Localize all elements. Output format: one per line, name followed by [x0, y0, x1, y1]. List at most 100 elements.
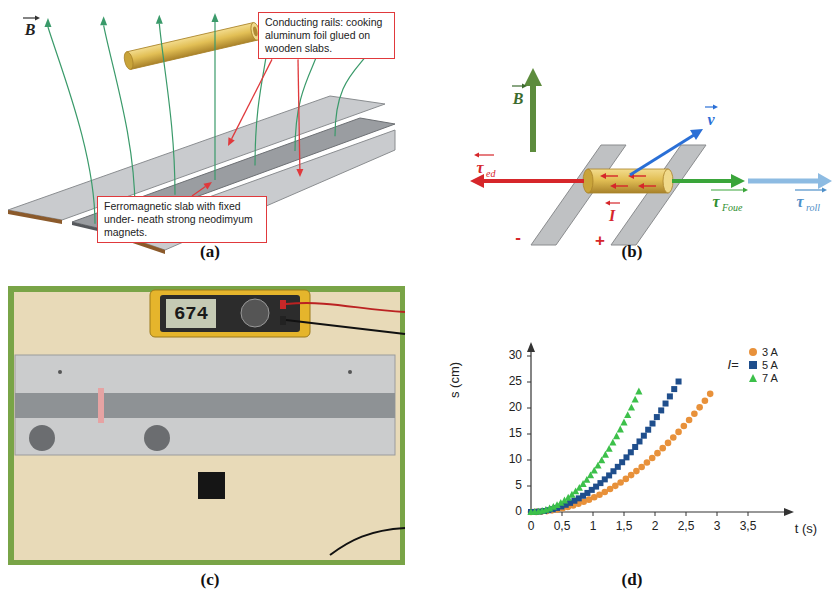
data-point — [670, 434, 677, 441]
vector-arrow — [474, 84, 827, 206]
axis-title: t (s) — [795, 522, 817, 536]
field-arrowhead — [156, 15, 163, 24]
rails-drawing — [531, 145, 706, 245]
tick-label: 10 — [509, 453, 522, 466]
data-point — [624, 411, 631, 418]
field-arrowhead — [44, 18, 51, 27]
vector-arrow — [23, 16, 40, 21]
data-point — [628, 404, 635, 411]
vector-label: I — [609, 207, 615, 225]
rolling-cylinder — [583, 169, 673, 193]
data-point — [702, 397, 709, 404]
legend-title: I= — [727, 358, 738, 372]
subscript: ed — [486, 168, 495, 179]
vector-label: τ — [796, 193, 803, 211]
data-point — [602, 451, 609, 458]
data-point — [620, 419, 627, 426]
data-point — [613, 432, 620, 439]
tick-label: 3,5 — [740, 520, 757, 533]
data-point — [654, 450, 661, 457]
tick-label: 0 — [528, 520, 535, 533]
data-point — [635, 388, 642, 395]
data-point — [671, 386, 677, 392]
tick-label: 2 — [652, 520, 659, 533]
tick-label: 0,5 — [554, 520, 571, 533]
chart-axes — [527, 342, 794, 516]
field-line — [104, 25, 135, 209]
field-line — [214, 22, 215, 180]
panel-label: (d) — [622, 571, 643, 590]
data-point — [645, 427, 651, 433]
field-arrowhead — [379, 18, 386, 27]
data-point — [659, 445, 666, 452]
field-arrow — [524, 68, 542, 152]
data-point — [609, 439, 616, 446]
vector-label: B — [25, 21, 36, 39]
legend-text: 5 A — [762, 359, 778, 371]
tick-label: 1,5 — [616, 520, 633, 533]
vector-label: τ — [476, 159, 483, 177]
axis-title: s (cm) — [448, 362, 462, 398]
photo — [8, 286, 405, 565]
field-line — [48, 27, 95, 224]
field-lines — [44, 13, 385, 224]
meter-reading: 674 — [174, 304, 208, 325]
field-line — [159, 24, 175, 195]
data-series — [528, 391, 714, 516]
data-point — [681, 423, 688, 430]
subscript: Foue — [722, 202, 743, 213]
legend-swatch — [749, 361, 757, 369]
data-point — [638, 464, 645, 471]
data-point — [623, 476, 630, 483]
callout-box: Ferromagnetic slab with fixed under- nea… — [97, 196, 267, 243]
data-point — [658, 407, 664, 413]
data-point — [632, 444, 638, 450]
data-point — [654, 414, 660, 420]
data-point — [628, 449, 634, 455]
rolling-cylinder — [123, 22, 262, 71]
panel-label: (b) — [622, 243, 643, 262]
data-series — [528, 379, 682, 515]
force-arrow — [470, 129, 832, 189]
data-point — [707, 391, 714, 398]
tick-label: 15 — [509, 427, 522, 440]
field-arrowhead — [212, 13, 219, 22]
rails-drawing — [8, 96, 395, 254]
data-point — [641, 433, 647, 439]
tick-label: 30 — [509, 349, 522, 362]
data-point — [617, 426, 624, 433]
data-point — [644, 459, 651, 466]
data-point — [691, 410, 698, 417]
tick-label: 3 — [714, 520, 721, 533]
field-arrowhead — [100, 16, 107, 25]
tick-label: 20 — [509, 401, 522, 414]
data-point — [649, 455, 656, 462]
polarity-sign: - — [515, 229, 521, 248]
field-line — [335, 27, 382, 136]
vector-label: v — [707, 111, 714, 129]
data-point — [676, 379, 682, 385]
data-point — [686, 417, 693, 424]
data-point — [650, 421, 656, 427]
field-arrowhead — [267, 15, 274, 24]
data-series — [527, 388, 642, 515]
vector-label: τ — [712, 193, 719, 211]
subscript: roll — [806, 202, 820, 213]
data-point — [633, 468, 640, 475]
tick-label: 0 — [515, 505, 522, 518]
field-line — [255, 24, 271, 166]
field-arrowhead — [323, 16, 330, 25]
leader-arrow — [192, 182, 212, 196]
panel-label: (c) — [201, 571, 220, 590]
tick-label: 2,5 — [678, 520, 695, 533]
legend-text: 3 A — [762, 346, 778, 358]
data-point — [696, 404, 703, 411]
legend-swatch — [749, 348, 757, 356]
tick-label: 25 — [509, 375, 522, 388]
data-point — [663, 401, 669, 407]
data-point — [628, 472, 635, 479]
